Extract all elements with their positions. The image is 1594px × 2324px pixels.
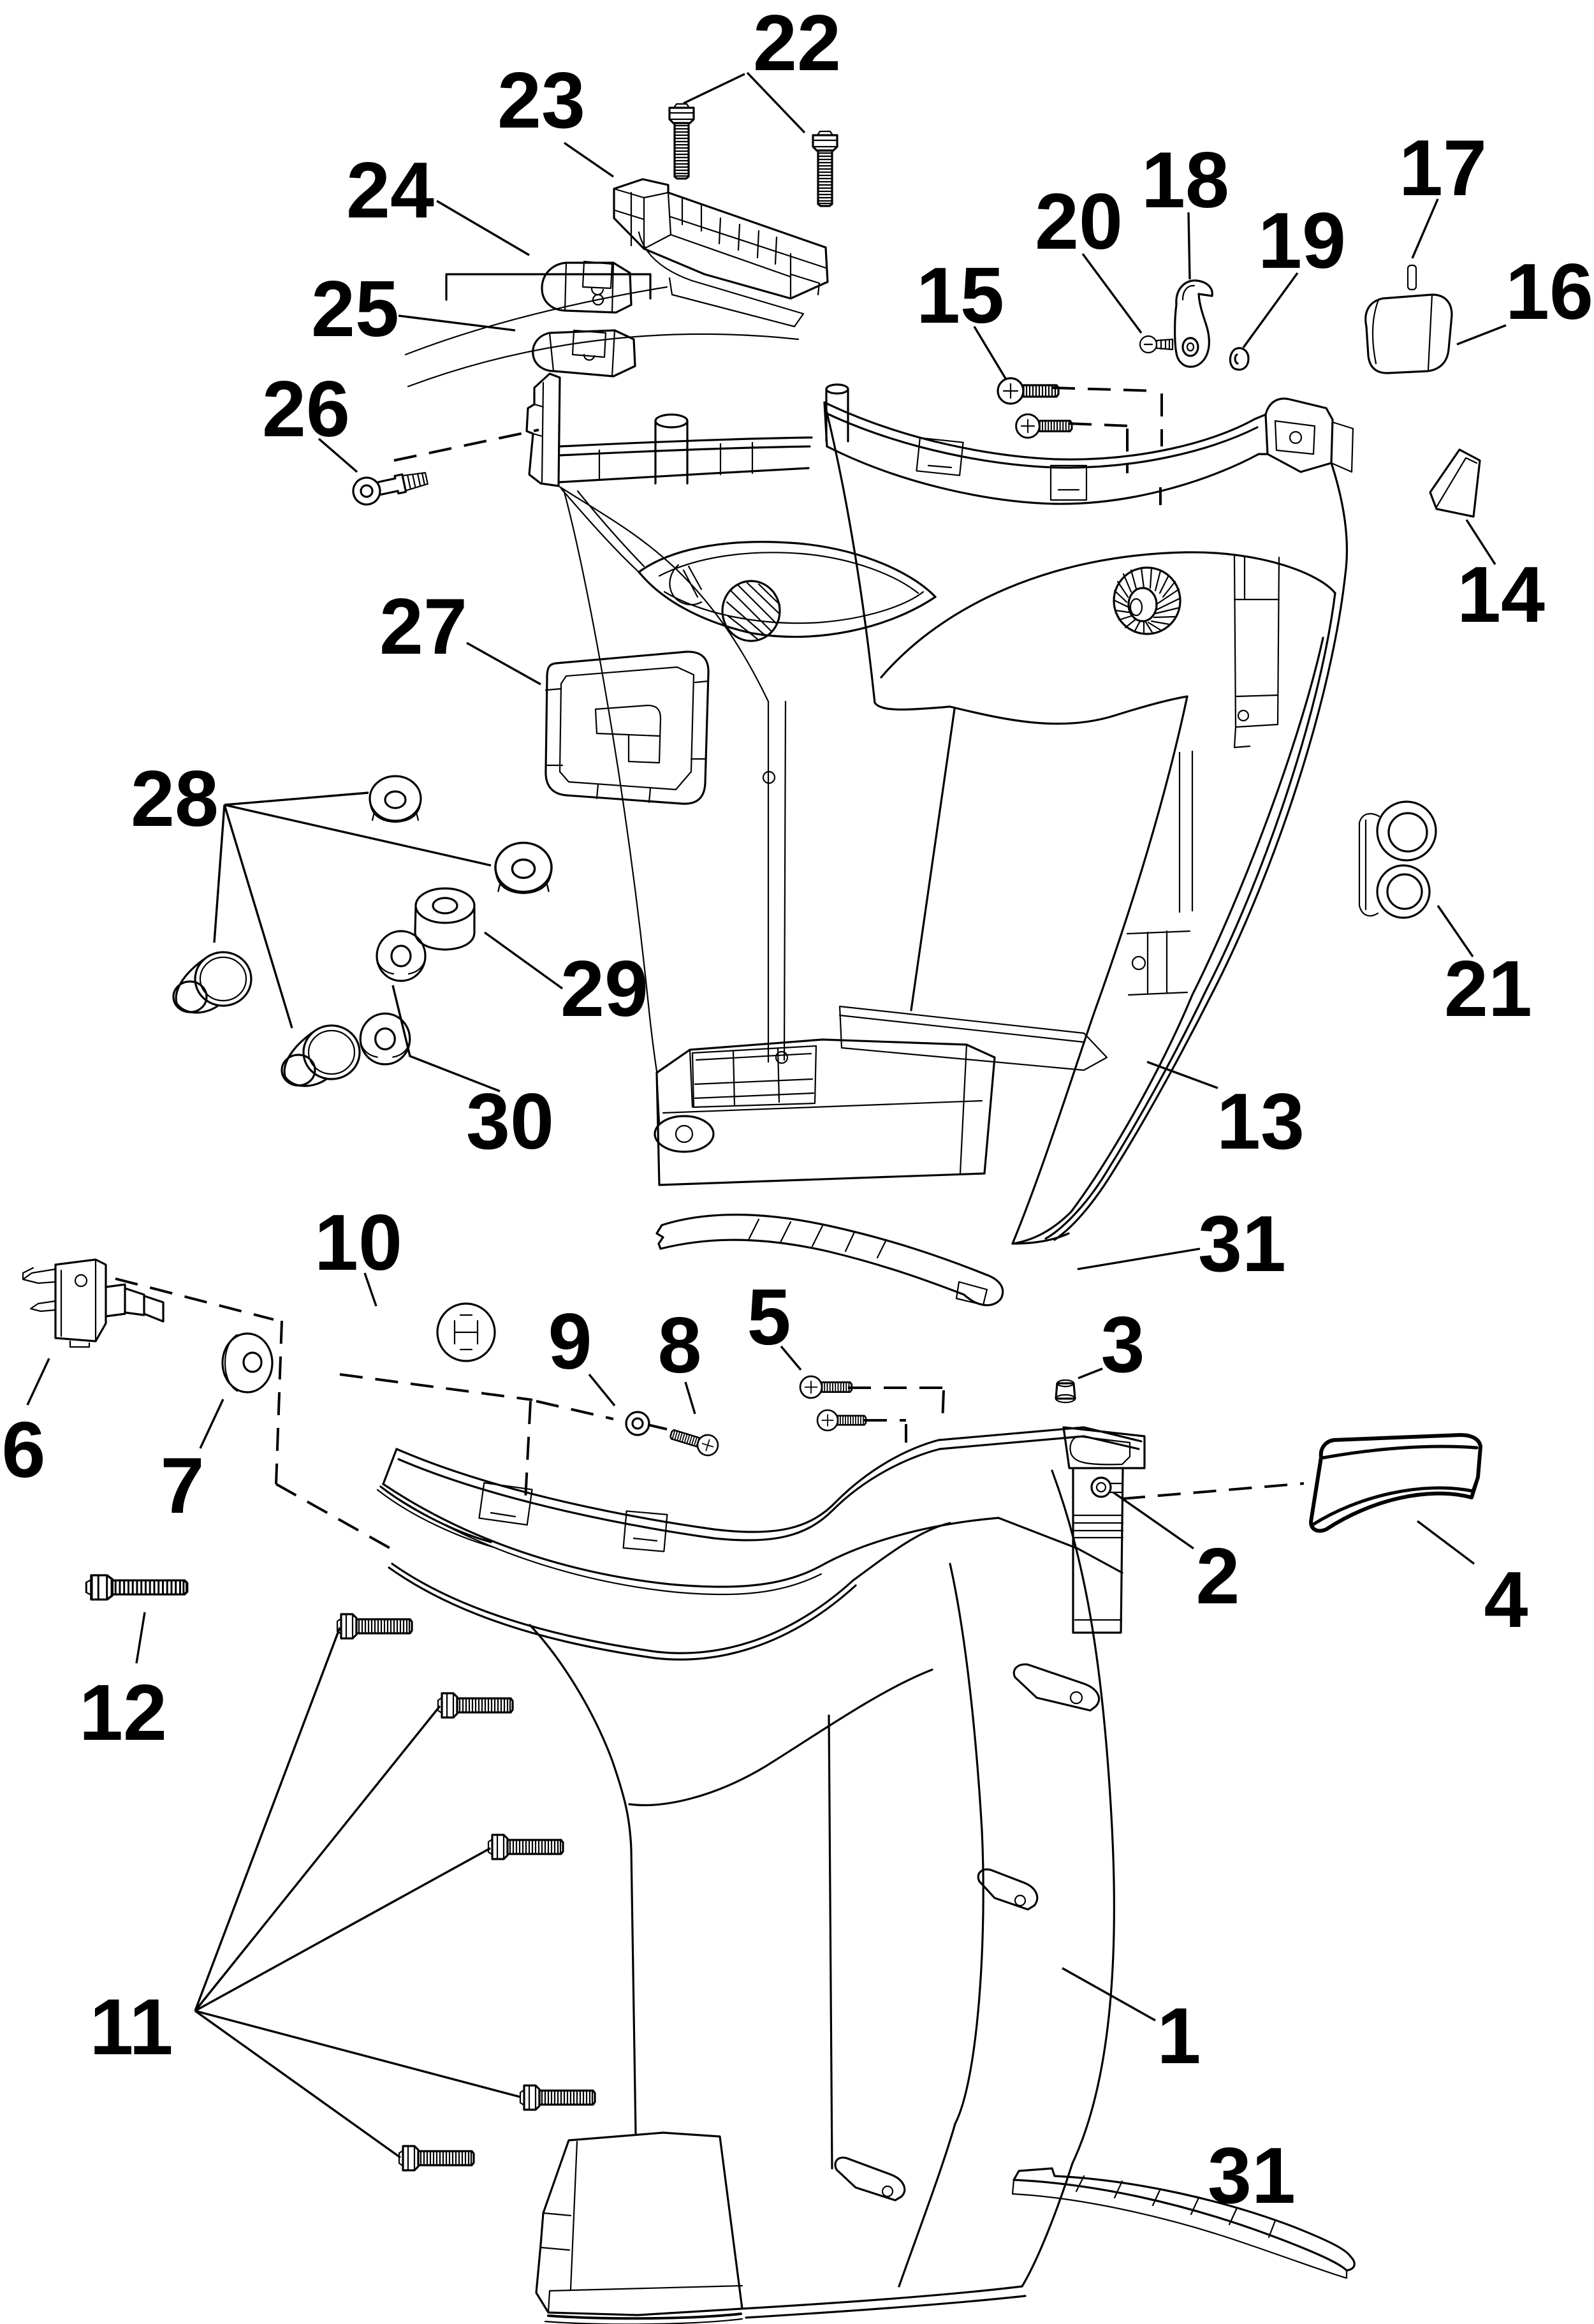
svg-text:17: 17	[1399, 124, 1487, 212]
svg-text:16: 16	[1505, 248, 1593, 336]
svg-text:19: 19	[1258, 197, 1346, 285]
svg-text:26: 26	[262, 365, 350, 453]
svg-text:27: 27	[379, 583, 467, 671]
svg-text:14: 14	[1457, 551, 1545, 639]
svg-text:24: 24	[346, 147, 434, 235]
svg-text:31: 31	[1198, 1200, 1286, 1288]
svg-text:3: 3	[1101, 1301, 1145, 1389]
svg-text:20: 20	[1035, 178, 1123, 266]
svg-text:5: 5	[747, 1274, 791, 1362]
svg-text:29: 29	[560, 945, 648, 1033]
svg-text:2: 2	[1196, 1533, 1240, 1621]
svg-text:25: 25	[311, 265, 399, 353]
svg-text:21: 21	[1444, 945, 1532, 1033]
svg-text:18: 18	[1141, 136, 1229, 224]
svg-text:28: 28	[131, 755, 219, 843]
svg-text:8: 8	[658, 1302, 702, 1390]
svg-text:6: 6	[2, 1406, 46, 1494]
svg-text:15: 15	[916, 252, 1004, 340]
svg-text:13: 13	[1217, 1078, 1305, 1166]
svg-text:30: 30	[466, 1078, 554, 1166]
svg-text:23: 23	[497, 57, 585, 145]
svg-text:22: 22	[753, 0, 841, 87]
svg-text:1: 1	[1157, 1992, 1201, 2080]
svg-text:11: 11	[89, 1983, 173, 2071]
svg-text:4: 4	[1484, 1556, 1528, 1644]
svg-text:31: 31	[1208, 2132, 1296, 2220]
svg-text:10: 10	[314, 1199, 402, 1287]
svg-text:12: 12	[79, 1669, 167, 1757]
svg-text:7: 7	[161, 1442, 205, 1530]
svg-text:9: 9	[548, 1298, 592, 1386]
